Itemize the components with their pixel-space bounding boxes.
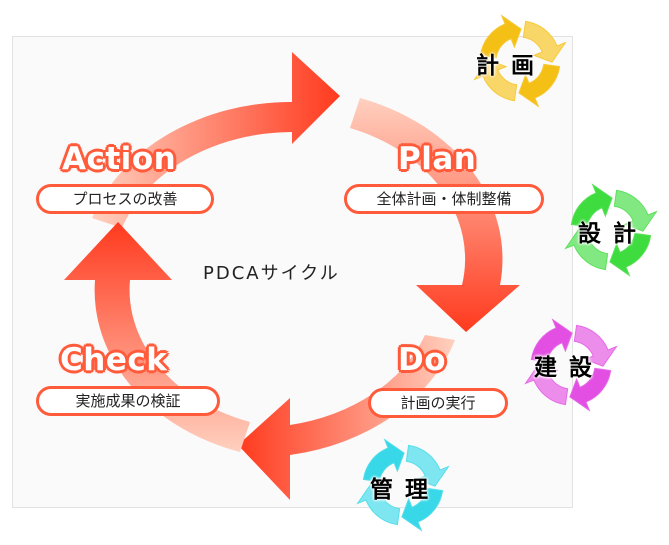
cycle-arrow-top — [92, 52, 340, 228]
stage-label-build: 建設 — [534, 355, 604, 381]
stage-badge-arrow — [569, 367, 612, 412]
stage-badge-design — [564, 183, 658, 277]
cycle-arrow-left — [64, 222, 250, 452]
stage-badge-arrow — [573, 324, 618, 367]
stage-label-manage: 管理 — [370, 477, 440, 503]
phase-desc-plan: 全体計画・体制整備 — [344, 184, 544, 214]
center-label: PDCAサイクル — [203, 263, 340, 284]
phase-title-plan: Plan — [398, 141, 477, 177]
stage-label-plan: 計画 — [476, 53, 546, 79]
phase-title-action: Action — [62, 141, 177, 177]
stage-badge-arrow — [613, 189, 658, 232]
stage-badge-arrow — [356, 483, 401, 526]
stage-badge-arrow — [570, 183, 613, 228]
stage-badge-arrow — [609, 232, 652, 277]
phase-desc-do: 計画の実行 — [368, 388, 508, 418]
stage-badge-manage — [356, 438, 450, 532]
stage-badge-arrow — [473, 59, 518, 102]
cycle-arrow-right — [350, 98, 520, 332]
phase-desc-check: 実施成果の検証 — [36, 386, 220, 416]
phase-desc-action: プロセスの改善 — [36, 184, 214, 214]
stage-badge-arrow — [405, 444, 450, 487]
stage-badge-arrow — [522, 20, 567, 63]
stage-badge-arrow — [524, 363, 569, 406]
phase-title-check: Check — [60, 342, 168, 378]
cycle-ring — [64, 52, 520, 500]
stage-badge-plan — [473, 14, 567, 108]
stage-badge-arrow — [518, 63, 561, 108]
stage-badge-arrow — [530, 318, 573, 363]
stage-label-design: 設計 — [578, 221, 648, 247]
cycle-arrow-bottom — [238, 335, 455, 500]
stage-badges — [356, 14, 658, 532]
stage-badge-arrow — [564, 228, 609, 271]
stage-badge-arrow — [479, 14, 522, 59]
stage-badge-arrow — [401, 487, 444, 532]
stage-badge-build — [524, 318, 618, 412]
phase-title-do: Do — [398, 342, 447, 378]
stage-badge-arrow — [362, 438, 405, 483]
